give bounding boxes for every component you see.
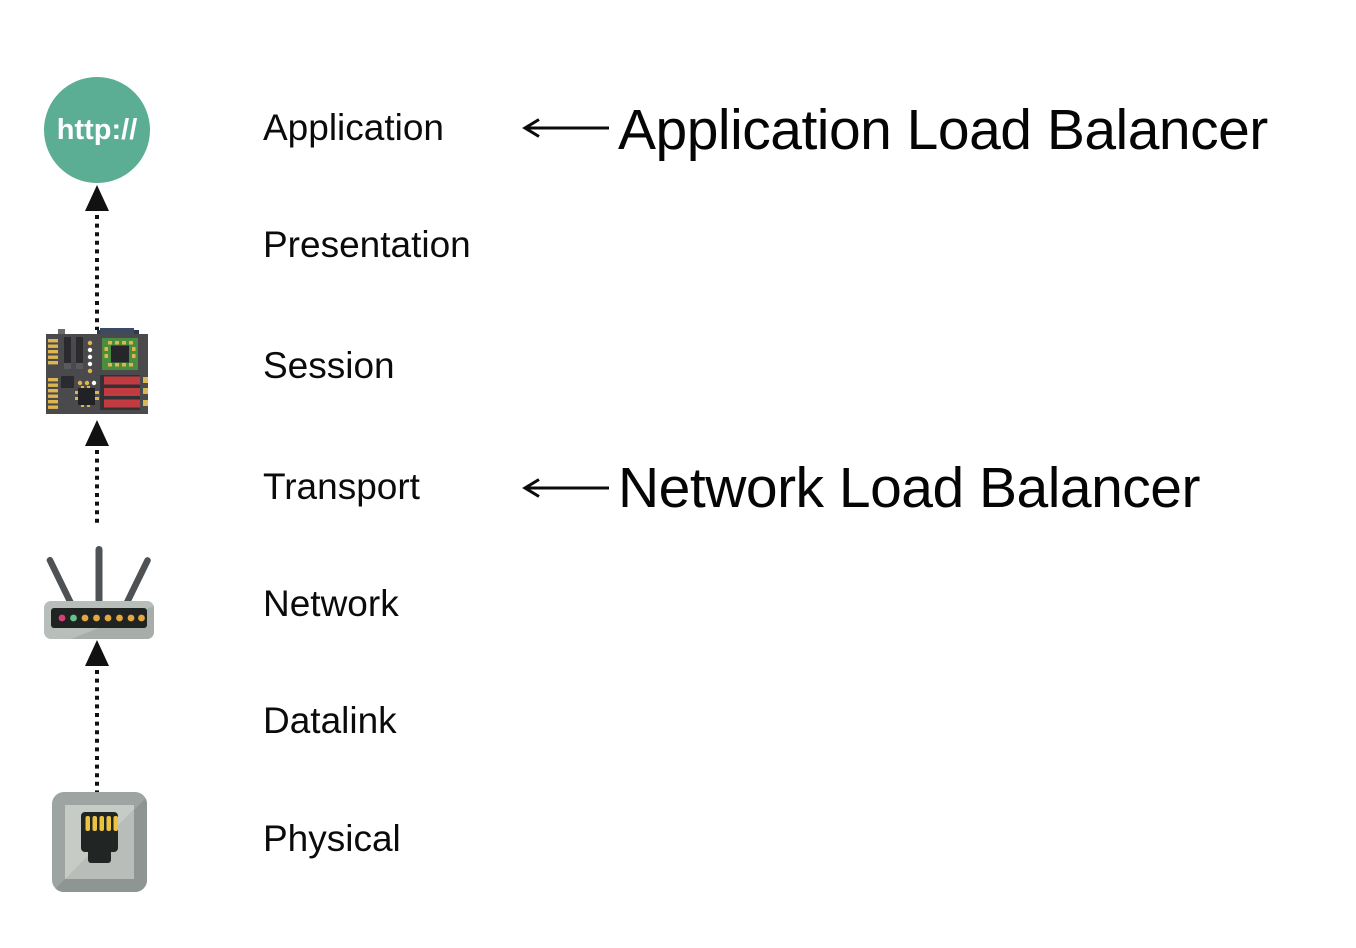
layer-label-datalink: Datalink [263, 700, 397, 741]
dotted-arrow-session-to-application [85, 185, 109, 330]
motherboard-icon [46, 328, 148, 414]
layer-label-application: Application [263, 107, 445, 148]
wireless-router-icon [44, 546, 154, 639]
layer-label-network: Network [263, 583, 399, 624]
ethernet-port-icon [52, 792, 147, 892]
annotation-label-application-lb: Application Load Balancer [618, 98, 1268, 162]
dotted-arrow-physical-to-network [85, 640, 109, 793]
layer-label-session: Session [263, 345, 395, 386]
annotation-label-network-lb: Network Load Balancer [618, 456, 1201, 520]
layer-label-transport: Transport [263, 466, 420, 507]
layer-label-presentation: Presentation [263, 224, 471, 265]
http-circle-label: http:// [56, 113, 138, 146]
annotation-arrow-application-lb [522, 118, 609, 138]
annotation-arrow-network-lb [522, 478, 609, 498]
dotted-arrow-network-to-session [85, 420, 109, 526]
layer-label-physical: Physical [263, 818, 401, 859]
http-circle-icon: http:// [44, 77, 150, 183]
